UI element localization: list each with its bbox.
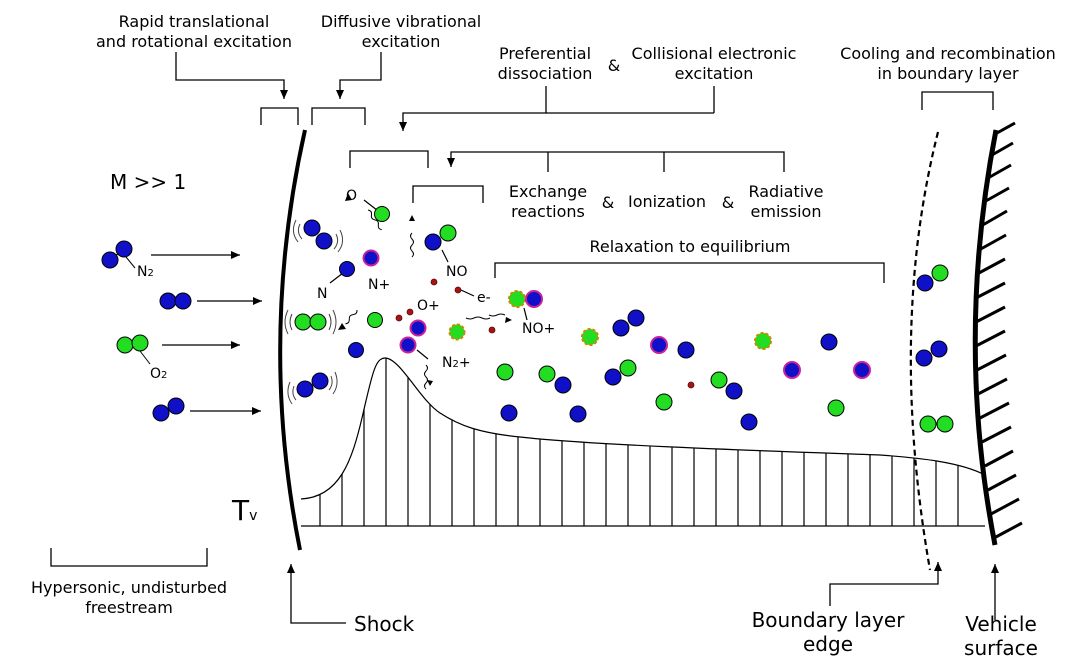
boundary-molecules bbox=[915, 264, 954, 433]
n-plus-ion bbox=[362, 249, 380, 267]
n2-molecule bbox=[159, 292, 177, 310]
ampersand-2: & bbox=[601, 193, 615, 212]
n2-label: N2 bbox=[137, 264, 154, 280]
reactions-arrow bbox=[447, 151, 785, 172]
reaction-species bbox=[329, 199, 543, 360]
photon-emissions bbox=[345, 209, 506, 390]
electrons bbox=[395, 278, 695, 389]
profile-hatching bbox=[319, 358, 959, 526]
rapid-arrow bbox=[175, 52, 288, 99]
no-label: NO bbox=[446, 264, 468, 280]
o-label: O bbox=[346, 188, 357, 204]
vibrating-molecules bbox=[284, 219, 344, 405]
n2-plus-ion bbox=[399, 336, 417, 354]
brackets bbox=[50, 52, 994, 567]
relaxation-label: Relaxation to equilibrium bbox=[589, 237, 791, 256]
ampersand-1: & bbox=[607, 56, 621, 75]
no-molecule bbox=[424, 233, 442, 251]
diffusive-arrow bbox=[336, 52, 382, 99]
freestream-arrows bbox=[151, 251, 262, 415]
boundary-arrow bbox=[829, 562, 942, 606]
species-labels: N2 O2 O N N+ NO O+ e- NO+ N2+ bbox=[137, 188, 555, 382]
freestream-bracket bbox=[50, 548, 208, 567]
equilibrium-particles bbox=[496, 309, 871, 431]
preferential-arrow bbox=[399, 86, 547, 131]
o-plus-label: O+ bbox=[417, 298, 440, 314]
tv-label: Tv bbox=[232, 495, 257, 532]
tv-main: T bbox=[232, 494, 250, 527]
freestream-molecules bbox=[101, 240, 192, 422]
o-atom bbox=[374, 206, 390, 222]
ionization-bracket bbox=[412, 185, 484, 203]
tv-profile bbox=[300, 357, 986, 527]
o2-molecule bbox=[116, 336, 134, 354]
diffusive-bracket bbox=[311, 107, 366, 125]
no-plus-label: NO+ bbox=[522, 321, 555, 337]
vehicle-surface bbox=[972, 129, 999, 546]
shock-label: Shock bbox=[354, 612, 415, 636]
no-plus-ion bbox=[508, 290, 526, 308]
profile-curve bbox=[300, 357, 986, 500]
n-atom bbox=[339, 261, 355, 277]
tv-subscript: v bbox=[249, 508, 258, 524]
relaxation-bracket bbox=[494, 262, 885, 283]
dissociation-bracket bbox=[349, 150, 429, 168]
o-plus-ion bbox=[409, 319, 427, 337]
mach-label: M >> 1 bbox=[110, 170, 187, 194]
n2-molecule bbox=[101, 251, 119, 269]
emission-arrowheads bbox=[338, 193, 512, 386]
cooling-bracket bbox=[921, 91, 994, 110]
vehicle-hatching bbox=[975, 121, 1023, 540]
boundary-layer-edge bbox=[909, 131, 940, 571]
shock-arrow bbox=[287, 564, 346, 624]
rapid-bracket bbox=[260, 107, 299, 125]
o-atom bbox=[367, 312, 383, 328]
e-minus-label: e- bbox=[477, 290, 491, 306]
n-label: N bbox=[317, 286, 327, 302]
n2-plus-label: N2+ bbox=[442, 355, 471, 371]
ampersand-3: & bbox=[721, 193, 735, 212]
n-atom bbox=[348, 342, 364, 358]
o2-label: O2 bbox=[150, 366, 167, 382]
shock-curve bbox=[278, 129, 307, 551]
n-plus-label: N+ bbox=[368, 277, 390, 293]
ionization-label: Ionization bbox=[628, 192, 706, 211]
n2-molecule bbox=[152, 404, 170, 422]
